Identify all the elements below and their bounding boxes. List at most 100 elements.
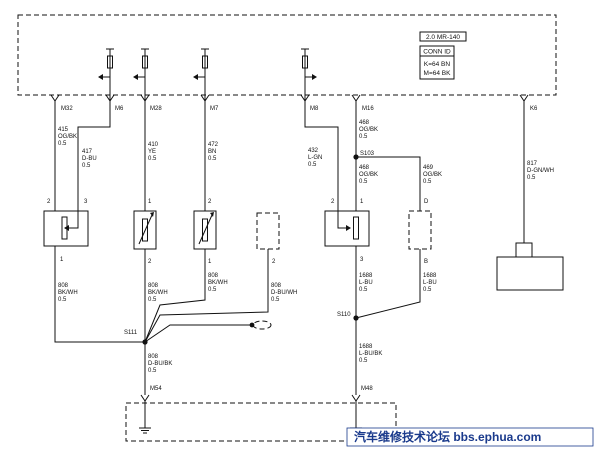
module-info-box: 2.0 MR-140 CONN ID K=64 BN M=64 BK: [419, 31, 467, 80]
wire-label-line: OG/BK: [58, 134, 77, 140]
conn-id-label: CONN ID: [423, 49, 451, 56]
wire-label-line: 0.5: [423, 287, 432, 293]
wire-label-line: 1688: [423, 273, 437, 279]
sensor-5-potentiometer: [324, 210, 370, 247]
splice-s111-label: S111: [124, 330, 138, 336]
wire-label-line: 472: [208, 142, 219, 148]
wire-label-line: 0.5: [208, 287, 217, 293]
wire-label-line: 817: [527, 161, 538, 167]
internal-circuit-m6: [98, 48, 114, 88]
wire-label-line: BK/WH: [148, 290, 168, 296]
connector-chevrons: [50, 94, 529, 102]
internal-circuit-m8: [301, 48, 317, 88]
sensor-4-pin-2: 2: [272, 259, 276, 265]
sensor-6-pin-b: B: [424, 259, 428, 265]
connector-m48-label: M48: [361, 386, 373, 392]
wire-label-line: 410: [148, 142, 159, 148]
splice-s103-label: S103: [360, 151, 375, 157]
splice-s111-dot: [142, 339, 148, 345]
wire-label-line: 415: [58, 127, 69, 133]
conn-variant-m: M=64 BK: [424, 70, 452, 77]
watermark-text: 汽车维修技术论坛 bbs.ephua.com: [354, 429, 541, 444]
connector-k6-label: K6: [530, 106, 538, 112]
control-module-outline: [17, 14, 557, 96]
wire-label-line: 469: [423, 165, 434, 171]
wire-label-line: OG/BK: [359, 172, 378, 178]
wire-label-line: 0.5: [148, 297, 157, 303]
wire-label-line: 1688: [359, 273, 373, 279]
wire-label-line: 417: [82, 149, 93, 155]
internal-circuit-m28: [133, 48, 149, 100]
wire-label-line: 0.5: [148, 156, 157, 162]
conn-variant-k: K=64 BN: [424, 61, 451, 68]
wire-label-line: OG/BK: [359, 127, 378, 133]
sensor-6-pin-d: D: [424, 199, 429, 205]
wire-label-line: D-GN/WH: [527, 168, 554, 174]
wire-label-line: D-BU: [82, 156, 97, 162]
wire-label-line: 0.5: [58, 297, 67, 303]
wire-label-line: 0.5: [359, 287, 368, 293]
ground-module-outline: [125, 402, 397, 442]
wire-label-line: L-GN: [308, 155, 322, 161]
splice-s103-dot: [353, 154, 359, 160]
wire-label-line: L-BU: [423, 280, 437, 286]
wire-label-line: 0.5: [208, 156, 217, 162]
connector-m32-label: M32: [61, 106, 73, 112]
wire-lines: [54, 88, 525, 395]
bottom-connector-chevrons: [140, 394, 361, 428]
sensor-2-variable-resistor: [133, 210, 157, 250]
wire-label-line: 1688: [359, 344, 373, 350]
sensor-6-optional: [408, 210, 432, 250]
k6-device: [496, 242, 564, 291]
sensor-3-variable-resistor: [193, 210, 217, 250]
wire-label-line: 0.5: [148, 368, 157, 374]
wire-label-line: YE: [148, 149, 156, 155]
wire-label-line: L-BU: [359, 280, 373, 286]
ground-symbol-left: [139, 427, 151, 434]
connector-m7-label: M7: [210, 106, 219, 112]
wire-label-line: 808: [148, 354, 159, 360]
wire-label-line: 0.5: [308, 162, 317, 168]
sensor-5-pin-3: 3: [360, 257, 364, 263]
wire-label-line: 0.5: [271, 297, 280, 303]
wire-label-line: BK/WH: [208, 280, 228, 286]
wire-label-line: D-BU/WH: [271, 290, 297, 296]
wire-label-line: 0.5: [58, 141, 67, 147]
sensor-1-pin-2: 2: [47, 199, 51, 205]
sensor-3-pin-1: 1: [208, 259, 212, 265]
wire-label-line: 468: [359, 165, 370, 171]
wire-label-line: 0.5: [423, 179, 432, 185]
wire-label-line: 0.5: [359, 358, 368, 364]
sensor-1-pin-3: 3: [84, 199, 88, 205]
connector-m6-label: M6: [115, 106, 124, 112]
wire-label-line: 808: [208, 273, 219, 279]
wire-label-line: 808: [148, 283, 159, 289]
sensor-2-pin-1: 1: [148, 199, 152, 205]
connector-m54-label: M54: [150, 386, 162, 392]
wire-label-line: BK/WH: [58, 290, 78, 296]
connector-m28-label: M28: [150, 106, 162, 112]
sensor-1-potentiometer: [43, 210, 89, 247]
connector-m8-label: M8: [310, 106, 319, 112]
wire-label-line: 432: [308, 148, 319, 154]
wire-label-line: 0.5: [359, 179, 368, 185]
sensor-4-optional: [256, 212, 280, 250]
splice-s110-label: S110: [337, 312, 351, 318]
optional-termination: [252, 320, 272, 330]
wire-label-line: 0.5: [359, 134, 368, 140]
